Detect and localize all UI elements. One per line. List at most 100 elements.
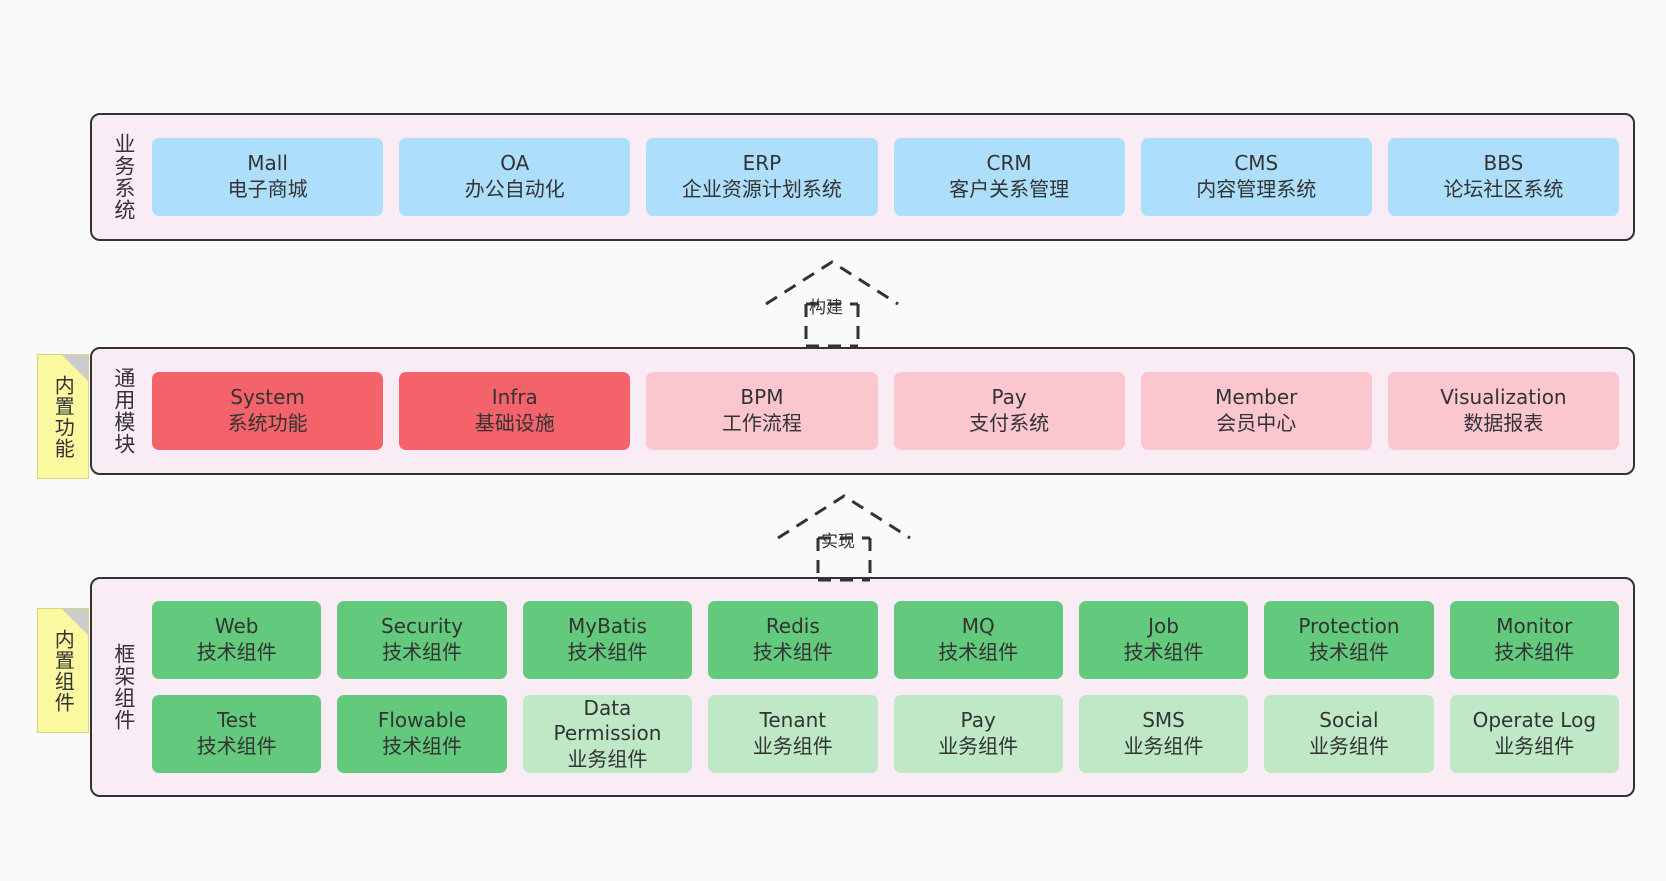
business-system-card-name: ERP [742,151,782,176]
note-fold-corner-icon [62,609,88,635]
note-builtin-function-label: 内置功能 [51,374,76,459]
framework-component-card-name: Tenant [759,708,827,733]
framework-component-card-desc: 业务组件 [752,734,833,758]
framework-component-card-name: Test [216,708,257,733]
framework-component-card-name: Redis [765,614,820,639]
framework-component-card-desc: 技术组件 [196,640,277,664]
framework-component-card-name: Operate Log [1472,708,1597,733]
framework-component-card-desc: 技术组件 [382,640,463,664]
note-builtin-component: 内置组件 [37,608,89,733]
framework-component-card-desc: 技术组件 [938,640,1019,664]
layer-common-module-title: 通用模块 [111,367,136,455]
framework-component-card-desc: 技术组件 [752,640,833,664]
business-system-card-desc: 企业资源计划系统 [681,177,842,201]
framework-component-card-name: Security [380,614,464,639]
connector-build-label: 构建 [809,298,843,318]
framework-component-card-desc: 业务组件 [567,746,648,771]
framework-component-card-desc: 技术组件 [567,640,648,664]
note-fold-corner-icon [62,355,88,381]
framework-component-card-desc: 业务组件 [1494,734,1575,758]
framework-component-card-desc: 技术组件 [196,734,277,758]
framework-component-card-name: Pay [960,708,996,733]
common-module-card-name: Visualization [1440,385,1567,410]
connector-build-arrow [765,260,899,348]
framework-component-card-name: MQ [961,614,995,639]
business-system-card-desc: 客户关系管理 [949,177,1070,201]
framework-component-card-desc: 技术组件 [1123,640,1204,664]
note-builtin-component-label: 内置组件 [51,628,76,713]
connector-implement-label: 实现 [821,532,855,552]
common-module-card-desc: 数据报表 [1463,411,1544,435]
common-module-card-name: System [230,385,305,410]
framework-component-card-name: SMS [1142,708,1185,733]
framework-component-card-desc: 业务组件 [938,734,1019,758]
business-system-card-name: CMS [1234,151,1279,176]
framework-component-card-name: Monitor [1496,614,1573,639]
common-module-card-name: Member [1215,385,1298,410]
business-system-card-desc: 内容管理系统 [1196,177,1317,201]
business-system-card-desc: 办公自动化 [464,177,565,201]
framework-component-card-name: Protection [1298,614,1400,639]
common-module-card-name: Pay [991,385,1027,410]
common-module-card-name: BPM [740,385,784,410]
common-module-card-name: Infra [491,385,538,410]
layer-framework-component-title: 框架组件 [111,643,136,731]
framework-component-card-name: Web [214,614,259,639]
business-system-card-name: OA [500,151,530,176]
framework-component-card-name: MyBatis [567,614,647,639]
framework-component-card-desc: 技术组件 [1494,640,1575,664]
connector-implement: 实现 [770,490,920,582]
framework-component-card-desc: 业务组件 [1123,734,1204,758]
connector-build: 构建 [758,256,908,348]
layer-business-system-title: 业务系统 [111,133,136,221]
common-module-card-desc: 会员中心 [1216,411,1297,435]
business-system-card-name: CRM [986,151,1032,176]
common-module-card-desc: 基础设施 [474,411,555,435]
business-system-card-desc: 电子商城 [227,177,308,201]
note-builtin-function: 内置功能 [37,354,89,479]
connector-implement-arrow [777,494,911,582]
business-system-card-name: Mall [247,151,288,176]
framework-component-card-desc: 业务组件 [1308,734,1389,758]
framework-component-card-name: Social [1319,708,1379,733]
common-module-card-desc: 工作流程 [721,411,802,435]
common-module-card-desc: 支付系统 [969,411,1050,435]
framework-component-card-name: Flowable [377,708,467,733]
